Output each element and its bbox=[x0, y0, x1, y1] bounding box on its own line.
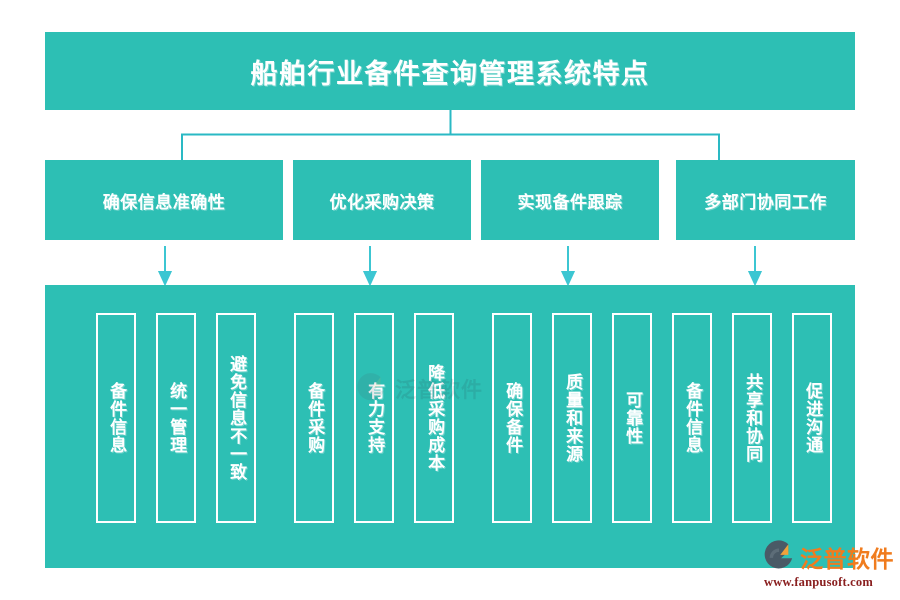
detail-label: 可靠性 bbox=[623, 391, 643, 445]
detail-label: 备件信息 bbox=[107, 382, 127, 454]
title-banner: 船舶行业备件查询管理系统特点 bbox=[45, 32, 855, 110]
brand-url: www.fanpusoft.com bbox=[764, 575, 873, 589]
detail-label: 降低采购成本 bbox=[425, 364, 445, 472]
detail-column-10[interactable]: 备件信息 bbox=[672, 313, 712, 523]
detail-column-7[interactable]: 确保备件 bbox=[492, 313, 532, 523]
category-box-1[interactable]: 确保信息准确性 bbox=[45, 160, 283, 240]
detail-column-3[interactable]: 避免信息不一致 bbox=[216, 313, 256, 523]
brand-logo: 泛普软件 www.fanpusoft.com bbox=[762, 540, 900, 596]
category-label: 实现备件跟踪 bbox=[517, 192, 623, 212]
category-box-4[interactable]: 多部门协同工作 bbox=[676, 160, 855, 240]
brand-name: 泛普软件 bbox=[800, 546, 894, 572]
category-box-3[interactable]: 实现备件跟踪 bbox=[481, 160, 659, 240]
brand-row: 泛普软件 bbox=[762, 540, 900, 574]
detail-label: 质量和来源 bbox=[563, 373, 583, 463]
category-label: 优化采购决策 bbox=[329, 192, 435, 212]
category-label: 确保信息准确性 bbox=[102, 192, 226, 212]
detail-label: 统一管理 bbox=[167, 382, 187, 454]
detail-column-2[interactable]: 统一管理 bbox=[156, 313, 196, 523]
detail-column-6[interactable]: 降低采购成本 bbox=[414, 313, 454, 523]
detail-column-9[interactable]: 可靠性 bbox=[612, 313, 652, 523]
detail-column-5[interactable]: 有力支持 bbox=[354, 313, 394, 523]
detail-label: 确保备件 bbox=[503, 382, 523, 454]
detail-label: 避免信息不一致 bbox=[227, 355, 247, 481]
detail-label: 促进沟通 bbox=[803, 382, 823, 454]
detail-panel: 备件信息 统一管理 避免信息不一致 备件采购 有力支持 降低采购成本 确保备件 … bbox=[45, 285, 855, 568]
category-box-2[interactable]: 优化采购决策 bbox=[293, 160, 471, 240]
detail-column-1[interactable]: 备件信息 bbox=[96, 313, 136, 523]
detail-column-4[interactable]: 备件采购 bbox=[294, 313, 334, 523]
detail-column-11[interactable]: 共享和协同 bbox=[732, 313, 772, 523]
fanpu-logo-icon bbox=[764, 540, 793, 569]
detail-label: 有力支持 bbox=[365, 382, 385, 454]
category-label: 多部门协同工作 bbox=[704, 192, 827, 212]
page-title: 船舶行业备件查询管理系统特点 bbox=[250, 58, 650, 89]
detail-column-12[interactable]: 促进沟通 bbox=[792, 313, 832, 523]
detail-column-8[interactable]: 质量和来源 bbox=[552, 313, 592, 523]
detail-label: 备件采购 bbox=[305, 382, 325, 454]
detail-label: 共享和协同 bbox=[743, 373, 763, 463]
detail-label: 备件信息 bbox=[683, 382, 703, 454]
